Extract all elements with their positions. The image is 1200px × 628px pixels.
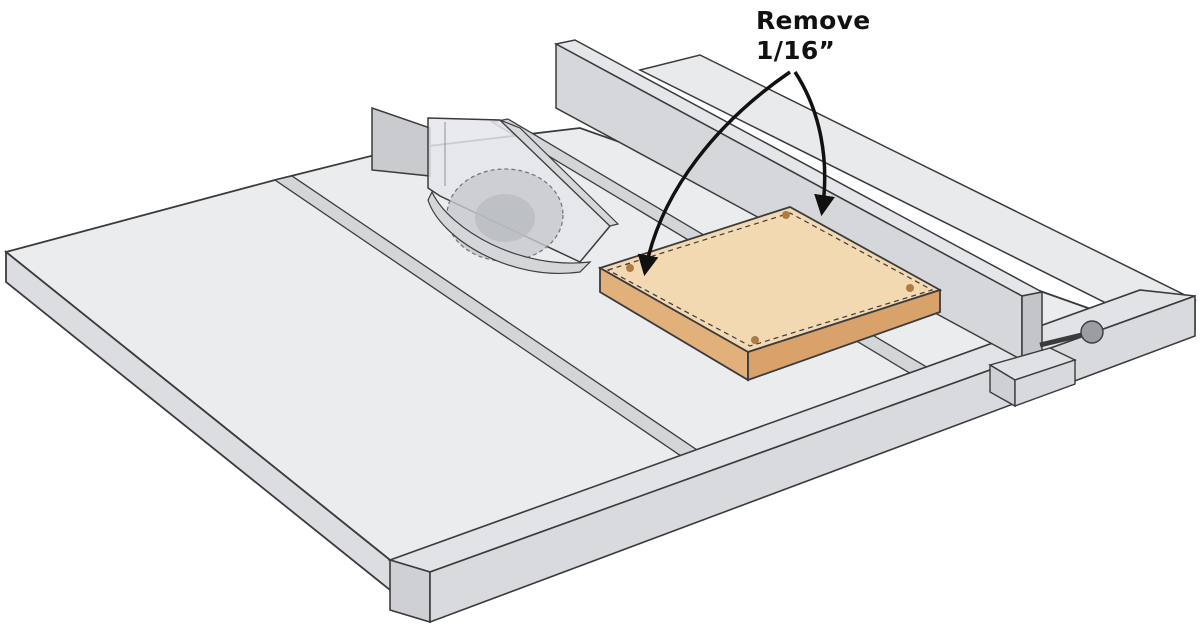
riving-plate bbox=[371, 106, 431, 177]
callout-line-1: Remove bbox=[756, 6, 871, 35]
callout-arrow-right bbox=[793, 71, 835, 217]
callout-line-2: 1/16” bbox=[756, 36, 836, 65]
saw-blade-icon bbox=[446, 168, 564, 262]
fence-clamp bbox=[988, 330, 1091, 408]
throat-plate bbox=[427, 190, 592, 274]
callout-label: Remove 1/16” bbox=[756, 6, 906, 66]
fence-lock-knob-icon bbox=[1080, 320, 1104, 344]
callout-arrow-left bbox=[637, 70, 791, 277]
sled-board bbox=[597, 206, 943, 382]
